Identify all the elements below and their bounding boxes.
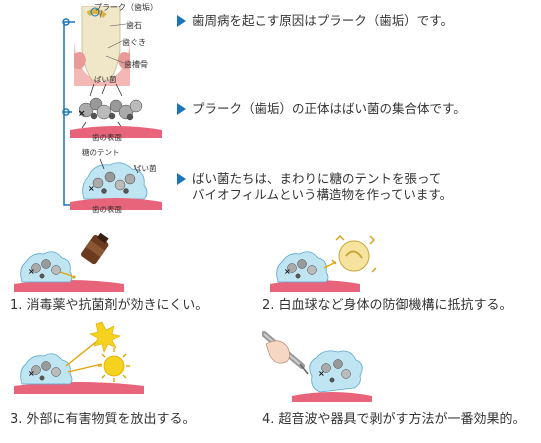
statement-1: 歯周病を起こす原因はプラーク（歯垢）です。: [192, 13, 454, 28]
tooth-surface: [70, 126, 162, 138]
tooth-surface-2: [70, 198, 162, 210]
label-leader-lines: [100, 9, 127, 64]
svg-text:×: ×: [88, 184, 95, 193]
defense-diagram: ×: [270, 251, 360, 292]
gum-label: 歯ぐき: [122, 38, 146, 47]
svg-text:×: ×: [28, 267, 35, 276]
plaque-label: プラーク（歯垢）: [94, 3, 158, 12]
svg-text:×: ×: [28, 369, 35, 378]
bacteria-label-2: ばい菌: [134, 164, 157, 173]
svg-text:×: ×: [284, 267, 291, 276]
bacteria-label: ばい菌: [94, 75, 117, 84]
statement-2: プラーク（歯垢）の正体はばい菌の集合体です。: [192, 101, 466, 116]
bracket-connector-icon: [62, 18, 75, 206]
tooth-surface-label-2: 歯の表面: [92, 205, 122, 214]
toxin-burst-icon: [89, 321, 130, 382]
svg-text:×: ×: [318, 369, 325, 378]
medicine-bottle-icon: [81, 232, 109, 265]
bacteria-cluster-diagram: ×: [78, 84, 143, 129]
caption-4: 4. 超音波や器具で剥がす方法が一番効果的。: [262, 412, 526, 427]
biofilm-icon: ×: [82, 158, 148, 200]
white-blood-cell-icon: [331, 235, 377, 273]
caption-2: 2. 白血球など身体の防御機構に抵抗する。: [262, 298, 513, 313]
scaler-tool-icon: ×: [262, 331, 372, 402]
statement-4: バイオフィルムという構造物を作っています。: [192, 187, 453, 202]
blue-pointer-icon: [177, 15, 186, 27]
bone-label: 歯槽骨: [124, 60, 148, 69]
sugar-tent-label: 糖のテント: [82, 148, 120, 157]
svg-text:×: ×: [78, 109, 86, 119]
caption-3: 3. 外部に有害物質を放出する。: [10, 412, 196, 427]
statement-3: ばい菌たちは、まわりに糖のテントを張って: [192, 171, 442, 186]
blue-pointer-icon: [177, 103, 186, 115]
tooth-surface-label: 歯の表面: [92, 133, 122, 142]
disinfectant-diagram: ×: [14, 251, 124, 292]
tartar-label: 歯石: [126, 21, 142, 30]
tooth-diagram: [74, 6, 130, 86]
caption-1: 1. 消毒薬や抗菌剤が効きにくい。: [10, 298, 209, 313]
toxin-diagram: ×: [14, 341, 144, 394]
blue-pointer-icon: [177, 173, 186, 185]
